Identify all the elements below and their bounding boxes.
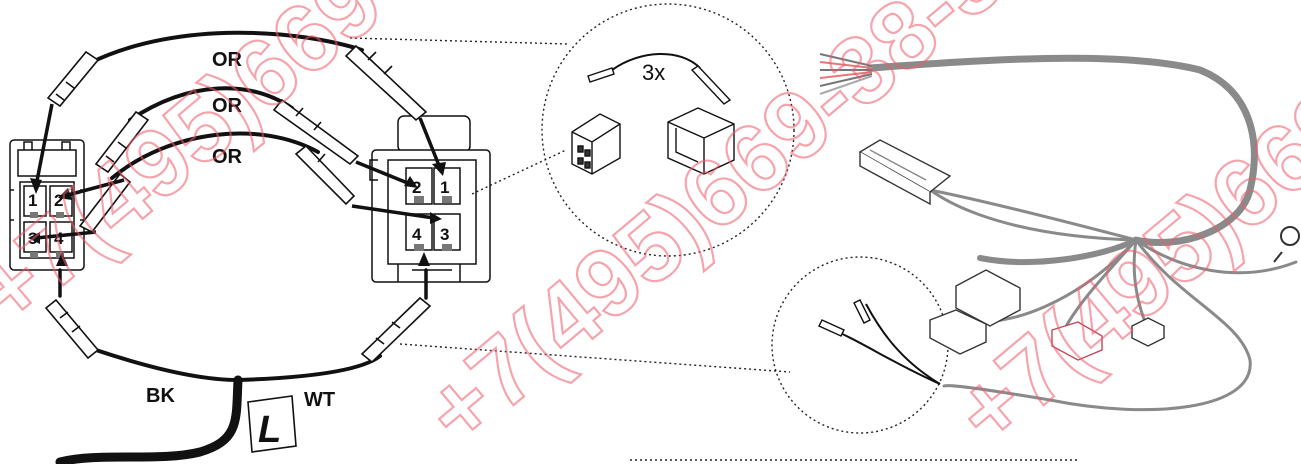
terminals-lower [44,296,432,364]
adapter-pigtail [823,303,941,385]
watermark-right: +7(495)669-38-36 [935,0,1301,464]
or-wires [90,30,364,180]
left-pin-1: 1 [28,191,37,210]
tag-l-label: L [258,409,281,451]
ring-terminal [1273,226,1300,263]
wire-label-or-3: OR [212,146,243,168]
terminals-upper [46,44,428,234]
arrow-heads [28,162,446,266]
leader-lines [349,3,1080,461]
tag-l [247,395,297,453]
harness-main-plug [858,139,952,206]
left-pin-2: 2 [54,191,63,210]
wire-label-bk: BK [146,385,175,407]
kit-count: 3x [642,60,665,85]
right-pin-4: 4 [412,225,422,244]
wire-label-wt: WT [304,389,335,411]
harness-wire-ends [819,53,873,95]
wire-label-or-1: OR [212,49,243,71]
left-pin-4: 4 [54,229,64,248]
bk-wt-wires [55,268,428,464]
pin-arrows [34,103,442,240]
kit-female-housing [571,113,621,175]
harness-side-plugs [929,269,1165,361]
right-pin-1: 1 [440,178,449,197]
right-pin-3: 3 [440,225,449,244]
kit-terminal-pair [587,52,732,105]
wire-label-or-2: OR [212,95,243,117]
kit-male-housing [667,107,735,175]
adapter-pins [818,299,871,337]
